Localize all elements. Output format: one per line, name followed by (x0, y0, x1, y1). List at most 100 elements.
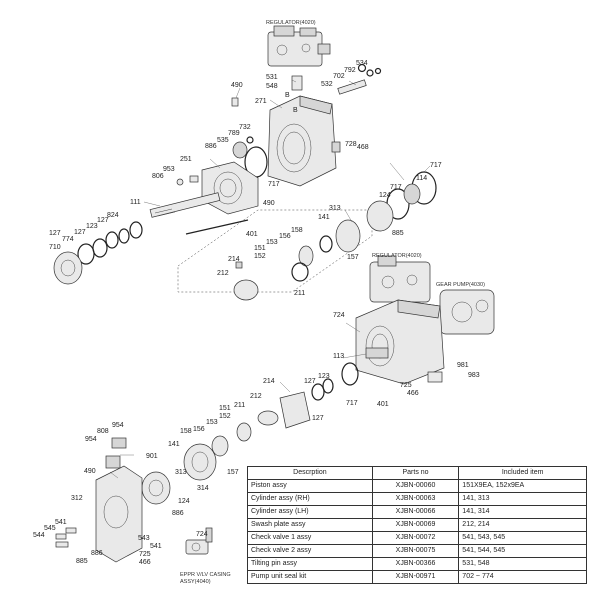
regulator-mid-caption: REGULATOR(4020) (372, 253, 422, 259)
row-parts-no: XJBN-00072 (371, 531, 460, 545)
callout-792: 792 (344, 67, 356, 74)
row-description: Cylinder assy (LH) (247, 505, 373, 519)
callout-535: 535 (217, 137, 229, 144)
gear-pump-illustration (439, 289, 495, 335)
eppr-valve-casing (185, 527, 213, 555)
callout-710: 710 (49, 244, 61, 251)
callout-724: 724 (333, 312, 345, 319)
callout-157: 157 (227, 469, 239, 476)
callout-490: 490 (263, 200, 275, 207)
callout-954: 954 (85, 436, 97, 443)
callout-401: 401 (377, 401, 389, 408)
row-included-item: 212, 214 (458, 518, 587, 532)
front-seal-set (53, 221, 143, 285)
row-description: Check valve 1 assy (247, 531, 373, 545)
callout-156: 156 (279, 233, 291, 240)
callout-732: 732 (239, 124, 251, 131)
header-parts-no: Parts no (371, 466, 460, 480)
callout-251: 251 (180, 156, 192, 163)
callout-544: 544 (33, 532, 45, 539)
callout-151: 151 (219, 405, 231, 412)
callout-534: 534 (356, 60, 368, 67)
callout-774: 774 (62, 236, 74, 243)
callout-152: 152 (219, 413, 231, 420)
callout-545: 545 (44, 525, 56, 532)
eppr-caption-line1: EPPR V/LV CASING (180, 572, 231, 578)
callout-725: 725 (400, 382, 412, 389)
row-description: Cylinder assy (RH) (247, 492, 373, 506)
check-valve-parts (55, 527, 77, 548)
callout-271: 271 (255, 98, 267, 105)
row-description: Swash plate assy (247, 518, 373, 532)
callout-b-lower: B (293, 107, 298, 114)
callout-158: 158 (180, 428, 192, 435)
callout-114: 114 (416, 175, 427, 182)
callout-314: 314 (197, 485, 209, 492)
header-description: Descrption (247, 466, 373, 480)
table-row: Pump unit seal kit XJBN-00971 702 ~ 774 (247, 570, 587, 584)
callout-728: 728 (345, 141, 357, 148)
callout-123: 123 (86, 223, 98, 230)
callout-401: 401 (246, 231, 258, 238)
callout-211: 211 (234, 402, 245, 409)
callout-954: 954 (112, 422, 124, 429)
oring-717-lower (341, 362, 359, 386)
gear-pump-caption: GEAR PUMP(4030) (436, 282, 485, 288)
callout-808: 808 (97, 428, 109, 435)
table-row: Tilting pin assy XJBN-00366 531, 548 (247, 557, 587, 571)
callout-532: 532 (321, 81, 333, 88)
callout-885: 885 (392, 230, 404, 237)
callout-156: 156 (193, 426, 205, 433)
regulator-top-illustration (267, 25, 331, 67)
callout-127: 127 (49, 230, 61, 237)
callout-466: 466 (139, 559, 151, 566)
table-row: Swash plate assy XJBN-00069 212, 214 (247, 518, 587, 532)
callout-141: 141 (318, 214, 330, 221)
callout-151: 151 (254, 245, 266, 252)
callout-490: 490 (84, 468, 96, 475)
part-callouts: 490 531 548 702 792 534 532 B 271 B 732 … (33, 60, 480, 566)
row-description: Tilting pin assy (247, 557, 373, 571)
row-description: Piston assy (247, 479, 373, 493)
callout-886: 886 (172, 510, 184, 517)
callout-886: 886 (205, 143, 217, 150)
regulator-mid-illustration (369, 255, 431, 303)
callout-702: 702 (333, 73, 345, 80)
callout-885: 885 (76, 558, 88, 565)
bracket-981 (427, 371, 443, 383)
eppr-caption-line2: ASSY(4040) (180, 579, 211, 585)
row-parts-no: XJBN-00069 (371, 518, 460, 532)
callout-724: 724 (196, 531, 208, 538)
table-header-row: Descrption Parts no Included item (247, 466, 587, 480)
callout-212: 212 (250, 393, 262, 400)
callout-953: 953 (163, 166, 175, 173)
callout-717: 717 (390, 184, 402, 191)
upper-rotary-group (233, 171, 437, 301)
callout-214: 214 (263, 378, 275, 385)
row-included-item: 141, 314 (458, 505, 587, 519)
row-included-item: 141, 313 (458, 492, 587, 506)
table-row: Cylinder assy (LH) XJBN-00066 141, 314 (247, 505, 587, 519)
bolt-401 (185, 219, 249, 235)
callout-541: 541 (55, 519, 67, 526)
callout-312: 312 (71, 495, 83, 502)
row-parts-no: XJBN-00075 (371, 544, 460, 558)
callout-541: 541 (150, 543, 162, 550)
table-row: Check valve 1 assy XJBN-00072 541, 543, … (247, 531, 587, 545)
row-included-item: 531, 548 (458, 557, 587, 571)
callout-824: 824 (107, 212, 119, 219)
drive-shaft-111 (149, 192, 221, 218)
callout-490: 490 (231, 82, 243, 89)
row-parts-no: XJBN-00063 (371, 492, 460, 506)
callout-141: 141 (168, 441, 180, 448)
callout-313: 313 (175, 469, 187, 476)
row-description: Pump unit seal kit (247, 570, 373, 584)
parts-table: Descrption Parts no Included item Piston… (247, 466, 587, 584)
callout-214: 214 (228, 256, 240, 263)
row-included-item: 151X9EA, 152x9EA (458, 479, 587, 493)
callout-717: 717 (346, 400, 358, 407)
callout-313: 313 (329, 205, 341, 212)
callout-983: 983 (468, 372, 480, 379)
callout-901: 901 (146, 453, 158, 460)
